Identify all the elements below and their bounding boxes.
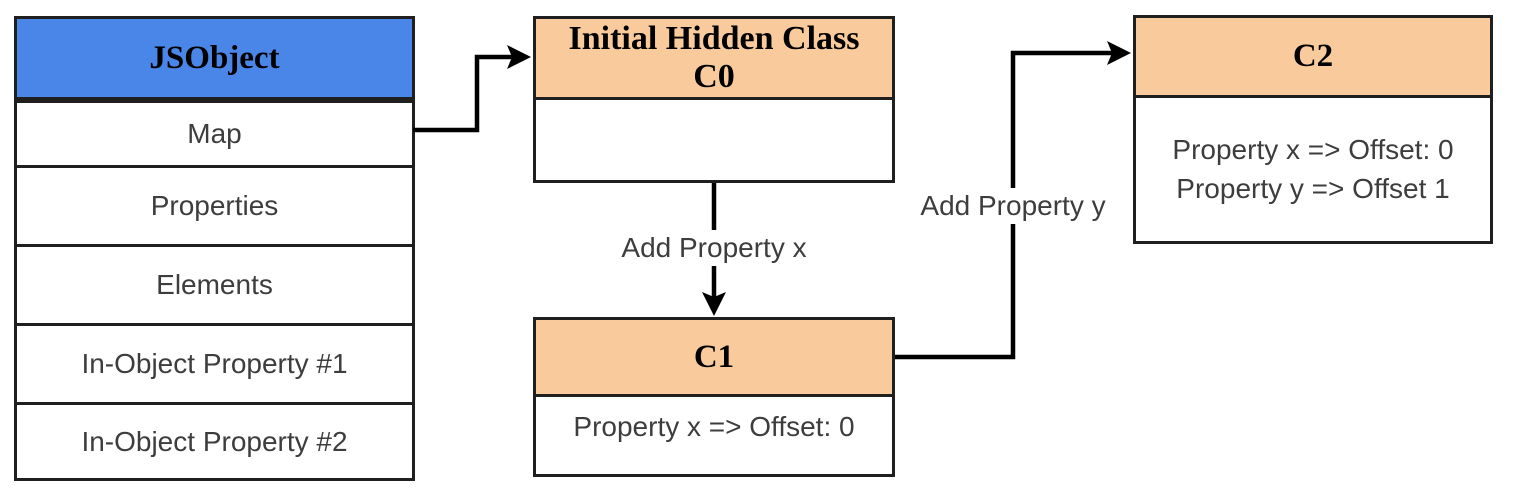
c0-title-line1: Initial Hidden Class: [568, 20, 860, 57]
jsobject-title: JSObject: [149, 39, 280, 76]
c1-node: C1 Property x => Offset: 0: [533, 317, 895, 477]
jsobject-row-properties-label: Properties: [150, 190, 279, 221]
jsobject-row-inobject-1-label: In-Object Property #1: [81, 348, 348, 379]
c2-property-x: Property x => Offset: 0: [1172, 134, 1454, 165]
jsobject-row-map: Map: [17, 100, 412, 165]
c2-title: C2: [1292, 38, 1334, 74]
c1-body: Property x => Offset: 0: [536, 397, 892, 474]
jsobject-row-elements-label: Elements: [156, 269, 273, 300]
arrow-map-to-c0: [413, 45, 531, 133]
jsobject-row-inobject-2: In-Object Property #2: [17, 402, 412, 478]
c2-body: Property x => Offset: 0 Property y => Of…: [1136, 98, 1490, 241]
c1-property-x: Property x => Offset: 0: [573, 411, 855, 442]
c0-title-line2: C0: [693, 58, 735, 95]
c2-node: C2 Property x => Offset: 0 Property y =>…: [1133, 15, 1493, 244]
c1-header: C1: [536, 320, 892, 397]
jsobject-row-properties: Properties: [17, 165, 412, 244]
jsobject-row-inobject-1: In-Object Property #1: [17, 323, 412, 402]
c2-header: C2: [1136, 18, 1490, 98]
c2-property-y: Property y => Offset 1: [1176, 173, 1450, 204]
jsobject-node: JSObject Map Properties Elements In-Obje…: [14, 16, 415, 481]
jsobject-row-inobject-2-label: In-Object Property #2: [81, 425, 348, 457]
c0-node: Initial Hidden Class C0: [533, 16, 895, 183]
jsobject-row-elements: Elements: [17, 244, 412, 323]
jsobject-row-map-label: Map: [187, 118, 242, 149]
edge-label-add-property-x: Add Property x: [615, 230, 813, 266]
c1-title: C1: [693, 338, 735, 375]
c0-header: Initial Hidden Class C0: [536, 19, 892, 100]
edge-label-add-property-y: Add Property y: [914, 188, 1112, 224]
jsobject-header: JSObject: [17, 19, 412, 100]
c0-body-empty: [536, 100, 892, 180]
